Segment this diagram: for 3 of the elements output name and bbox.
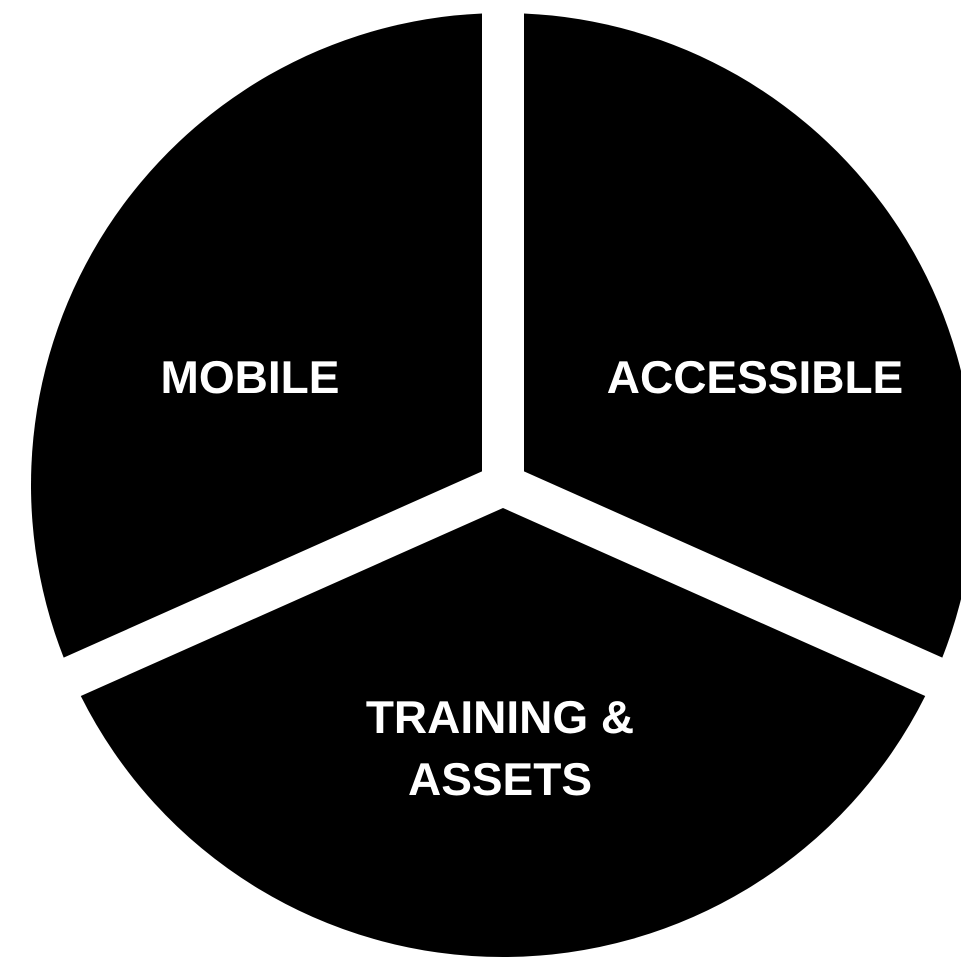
- segment-label: ACCESSIBLE: [606, 350, 904, 405]
- segment-label: TRAINING & ASSETS: [364, 690, 636, 807]
- segment-label: MOBILE: [160, 350, 340, 405]
